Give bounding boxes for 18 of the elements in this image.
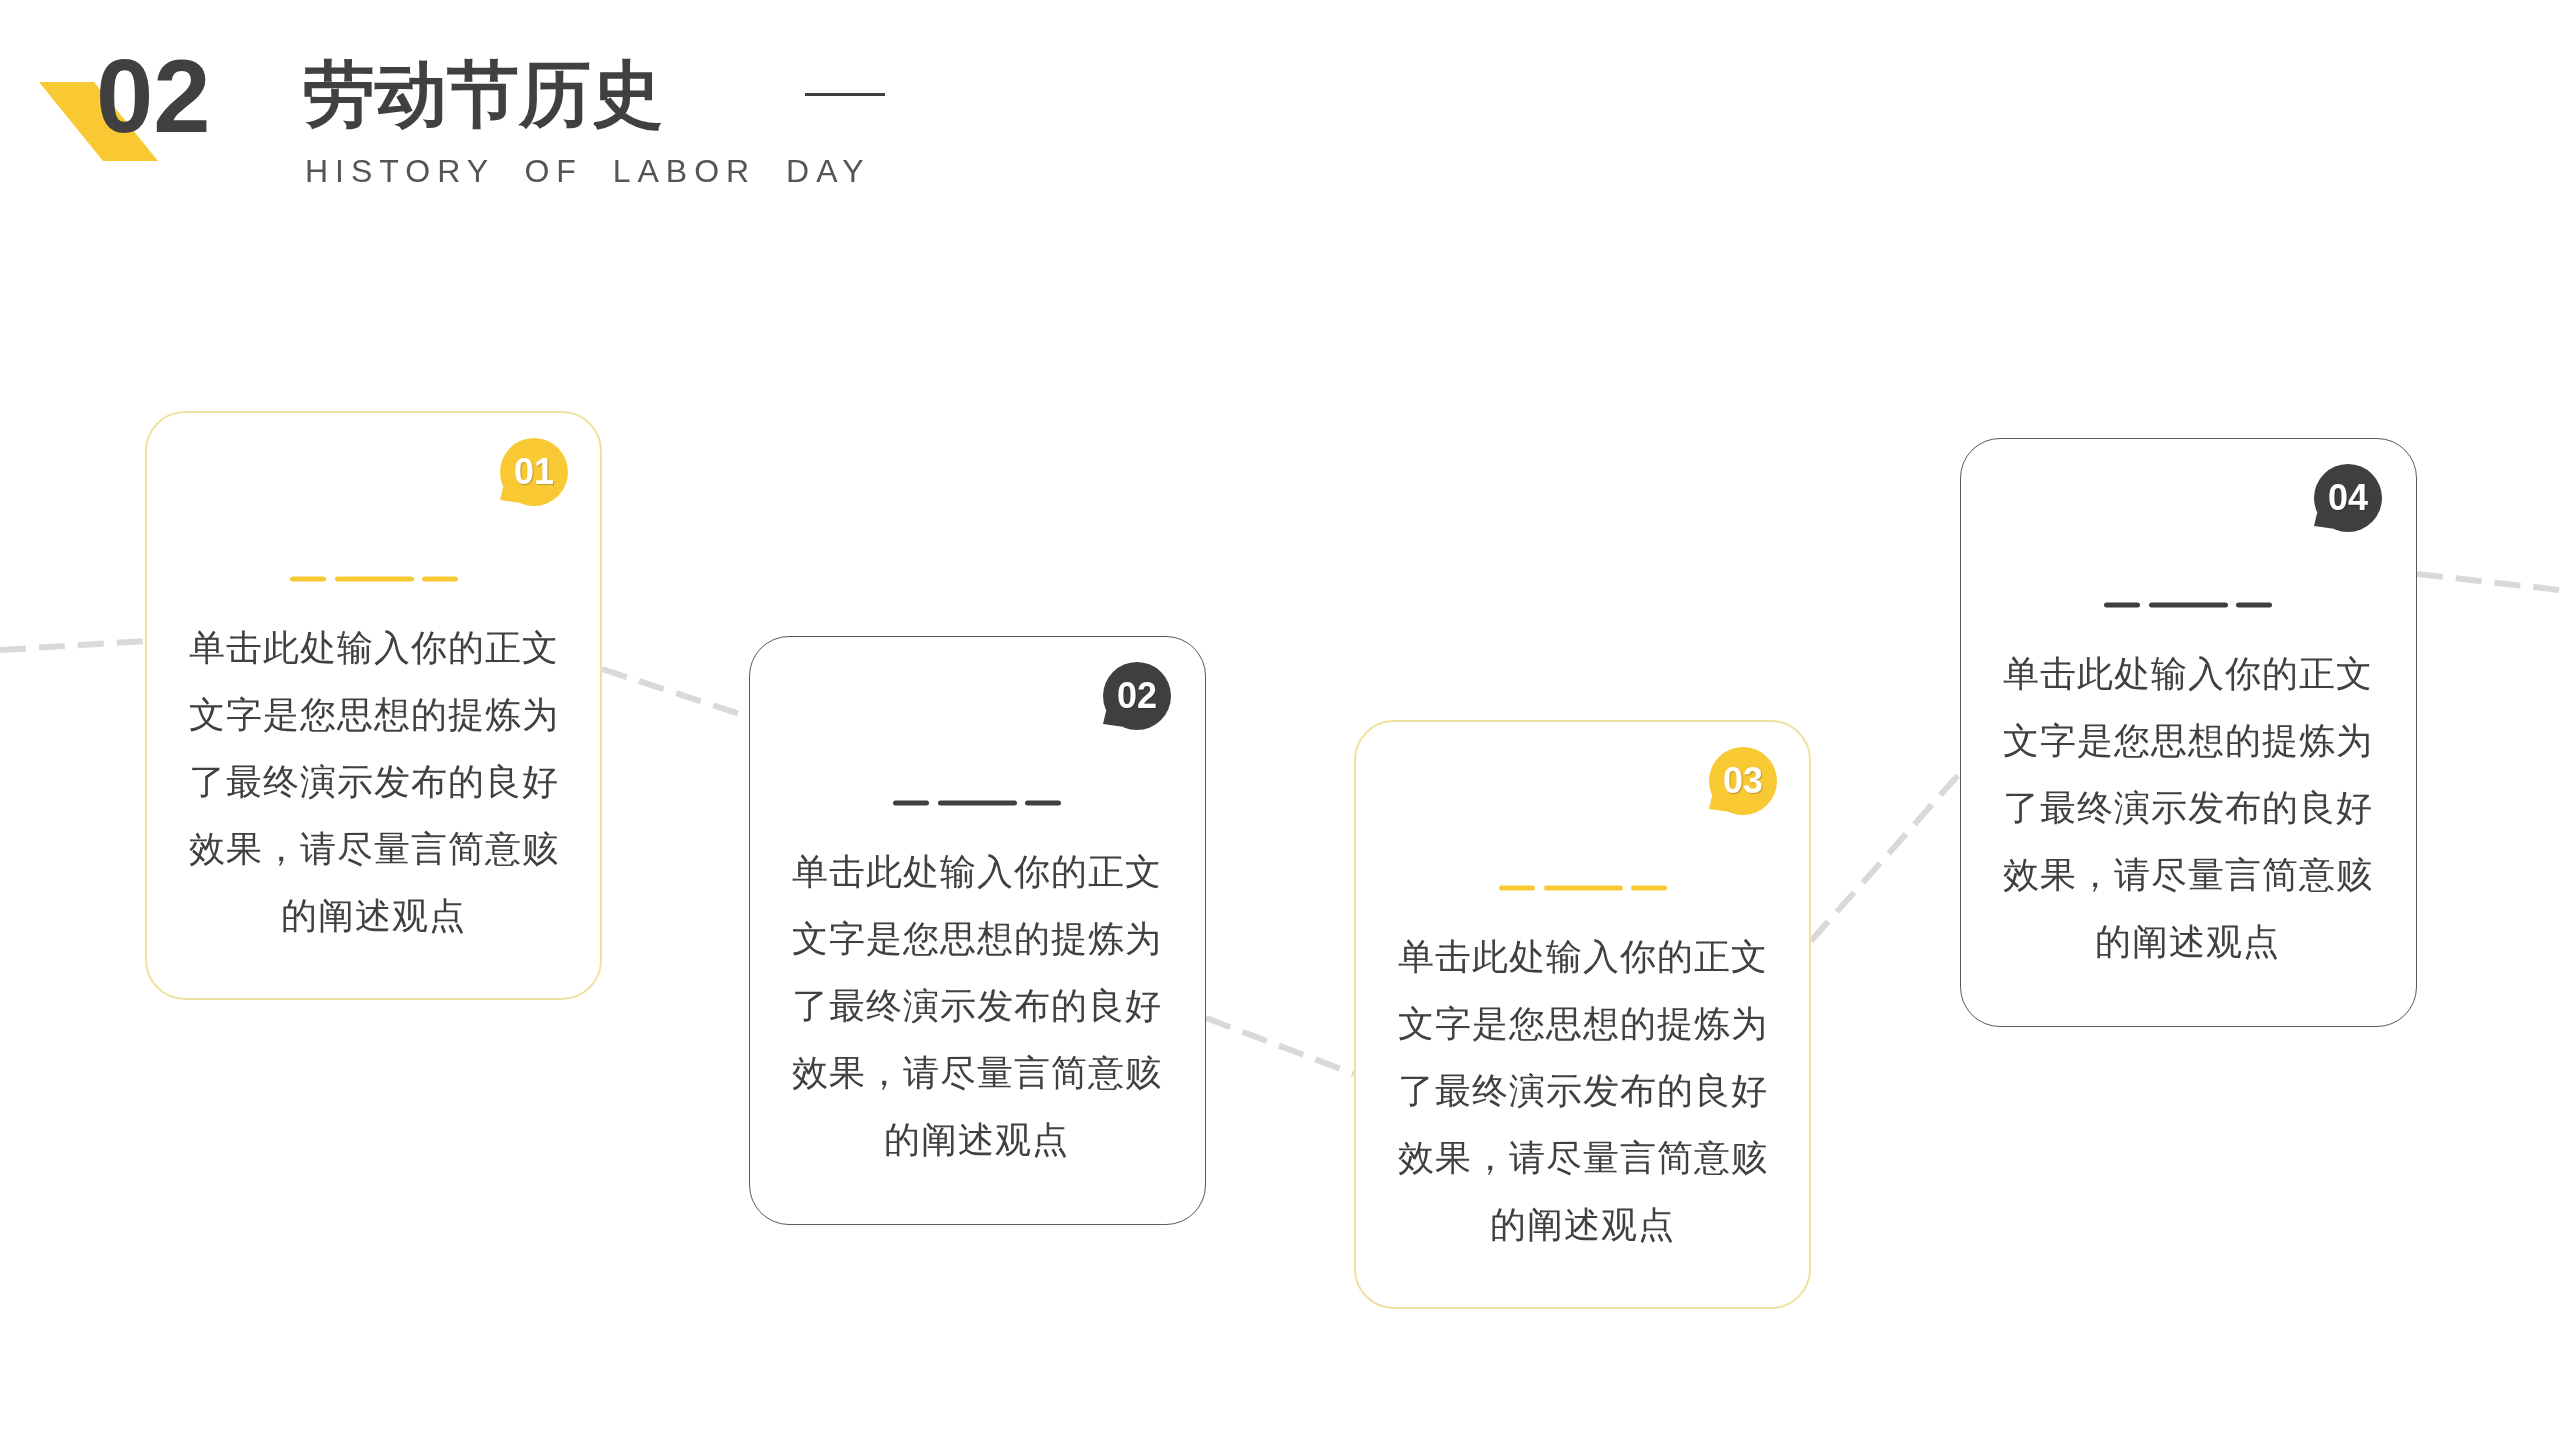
number-badge: 04 [2313, 464, 2382, 532]
body-text: 单击此处输入你的正文文字是您思想的提炼为了最终演示发布的良好效果，请尽量言简意赅的阐述观点 [1396, 935, 1769, 1247]
number-badge: 01 [499, 438, 568, 506]
card [1354, 720, 1811, 1309]
body-text: 单击此处输入你的正文文字是您思想的提炼为了最终演示发布的良好效果，请尽量言简意赅的阐述观点 [790, 850, 1163, 1163]
dashed-connector [1204, 1015, 1356, 1077]
title: 劳动节历史 [303, 58, 663, 130]
body-text: 单击此处输入你的正文文字是您思想的提炼为了最终演示发布的良好效果，请尽量言简意赅的阐述观点 [187, 626, 560, 938]
number-badge: 02 [1102, 662, 1171, 730]
card [1960, 438, 2417, 1027]
subtitle: HISTORY OF LABOR DAY [305, 155, 871, 187]
dashed-connector [0, 638, 146, 653]
dashed-connector [2416, 571, 2560, 593]
card [749, 636, 1206, 1225]
body-text: 单击此处输入你的正文文字是您思想的提炼为了最终演示发布的良好效果，请尽量言简意赅的阐述观点 [2001, 652, 2374, 965]
section-number: 02 [96, 45, 211, 148]
card [145, 411, 602, 1000]
number-badge: 03 [1708, 747, 1777, 815]
